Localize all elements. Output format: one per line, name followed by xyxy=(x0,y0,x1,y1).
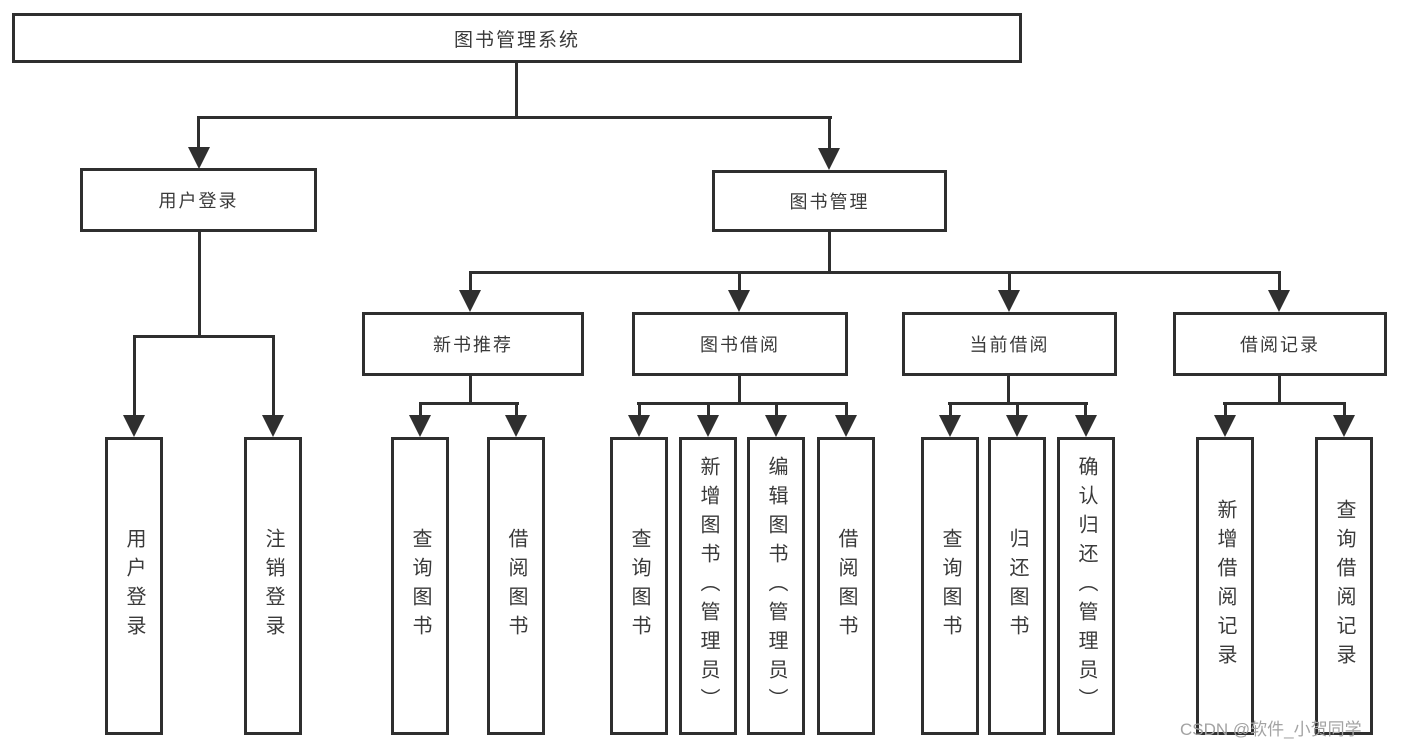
connector-line xyxy=(775,402,778,418)
node-label: 查询借阅记录 xyxy=(1333,499,1355,673)
arrowhead-down-icon xyxy=(697,415,719,437)
arrowhead-down-icon xyxy=(262,415,284,437)
node-label: 归还图书 xyxy=(1006,528,1028,644)
node-label: 当前借阅 xyxy=(969,335,1050,355)
leaf-confirm-return-admin: 确认归还（管理员） xyxy=(1057,437,1115,735)
leaf-query-books-current: 查询图书 xyxy=(921,437,979,735)
node-current-borrowing: 当前借阅 xyxy=(902,312,1117,376)
connector-line xyxy=(1084,402,1087,418)
node-label: 用户登录 xyxy=(158,191,239,211)
connector-line xyxy=(828,230,831,274)
node-label: 查询图书 xyxy=(939,528,961,644)
node-label: 查询图书 xyxy=(409,528,431,644)
node-borrowing-records: 借阅记录 xyxy=(1173,312,1387,376)
connector-line xyxy=(197,116,832,119)
arrowhead-down-icon xyxy=(998,290,1020,312)
connector-line xyxy=(845,402,848,418)
connector-line xyxy=(828,116,831,152)
node-label: 借阅图书 xyxy=(835,528,857,644)
connector-line xyxy=(419,402,422,418)
node-label: 查询图书 xyxy=(628,528,650,644)
connector-line xyxy=(638,402,641,418)
arrowhead-down-icon xyxy=(818,148,840,170)
leaf-borrow-books-recommend: 借阅图书 xyxy=(487,437,545,735)
node-label: 编辑图书（管理员） xyxy=(765,455,787,717)
arrowhead-down-icon xyxy=(1214,415,1236,437)
arrowhead-down-icon xyxy=(628,415,650,437)
arrowhead-down-icon xyxy=(409,415,431,437)
node-label: 借阅图书 xyxy=(505,528,527,644)
connector-line xyxy=(1278,271,1281,292)
arrowhead-down-icon xyxy=(1333,415,1355,437)
connector-line xyxy=(198,231,201,337)
node-label: 注销登录 xyxy=(262,528,284,644)
node-library-management-system: 图书管理系统 xyxy=(12,13,1022,63)
node-book-borrowing: 图书借阅 xyxy=(632,312,848,376)
node-user-login: 用户登录 xyxy=(80,168,317,232)
connector-line xyxy=(133,335,136,417)
node-label: 新增图书（管理员） xyxy=(697,455,719,717)
connector-line xyxy=(515,61,518,119)
csdn-watermark: CSDN @软件_小贺同学 xyxy=(1180,720,1362,739)
arrowhead-down-icon xyxy=(1006,415,1028,437)
connector-line xyxy=(1008,271,1011,292)
arrowhead-down-icon xyxy=(188,147,210,169)
connector-line xyxy=(1007,374,1010,405)
node-label: 确认归还（管理员） xyxy=(1075,455,1097,717)
node-label: 图书管理 xyxy=(789,192,870,212)
connector-line xyxy=(469,271,472,292)
connector-line xyxy=(637,402,848,405)
connector-line xyxy=(197,116,200,150)
node-label: 用户登录 xyxy=(123,528,145,644)
leaf-add-borrow-record: 新增借阅记录 xyxy=(1196,437,1254,735)
connector-line xyxy=(469,271,1281,274)
connector-line xyxy=(1224,402,1227,418)
leaf-add-book-admin: 新增图书（管理员） xyxy=(679,437,737,735)
node-label: 新增借阅记录 xyxy=(1214,499,1236,673)
connector-line xyxy=(1343,402,1346,418)
connector-line xyxy=(738,271,741,292)
node-new-book-recommendation: 新书推荐 xyxy=(362,312,584,376)
node-label: 借阅记录 xyxy=(1240,335,1320,355)
node-label: 图书借阅 xyxy=(700,335,780,355)
connector-line xyxy=(469,374,472,405)
leaf-borrow-books-borrowing: 借阅图书 xyxy=(817,437,875,735)
leaf-logout: 注销登录 xyxy=(244,437,302,735)
node-label: 新书推荐 xyxy=(433,335,513,355)
leaf-edit-book-admin: 编辑图书（管理员） xyxy=(747,437,805,735)
leaf-user-login: 用户登录 xyxy=(105,437,163,735)
leaf-query-books-recommend: 查询图书 xyxy=(391,437,449,735)
arrowhead-down-icon xyxy=(765,415,787,437)
connector-line xyxy=(949,402,952,418)
connector-line xyxy=(272,335,275,417)
leaf-return-books: 归还图书 xyxy=(988,437,1046,735)
connector-line xyxy=(738,374,741,405)
connector-line xyxy=(419,402,519,405)
connector-line xyxy=(707,402,710,418)
connector-line xyxy=(1223,402,1346,405)
connector-line xyxy=(1278,374,1281,405)
leaf-query-borrow-record: 查询借阅记录 xyxy=(1315,437,1373,735)
arrowhead-down-icon xyxy=(459,290,481,312)
connector-line xyxy=(1016,402,1019,418)
arrowhead-down-icon xyxy=(1268,290,1290,312)
node-book-management: 图书管理 xyxy=(712,170,947,232)
arrowhead-down-icon xyxy=(939,415,961,437)
leaf-query-books-borrowing: 查询图书 xyxy=(610,437,668,735)
connector-line xyxy=(515,402,518,418)
arrowhead-down-icon xyxy=(728,290,750,312)
arrowhead-down-icon xyxy=(835,415,857,437)
arrowhead-down-icon xyxy=(123,415,145,437)
node-label: 图书管理系统 xyxy=(453,29,580,51)
arrowhead-down-icon xyxy=(505,415,527,437)
connector-line xyxy=(133,335,275,338)
arrowhead-down-icon xyxy=(1075,415,1097,437)
